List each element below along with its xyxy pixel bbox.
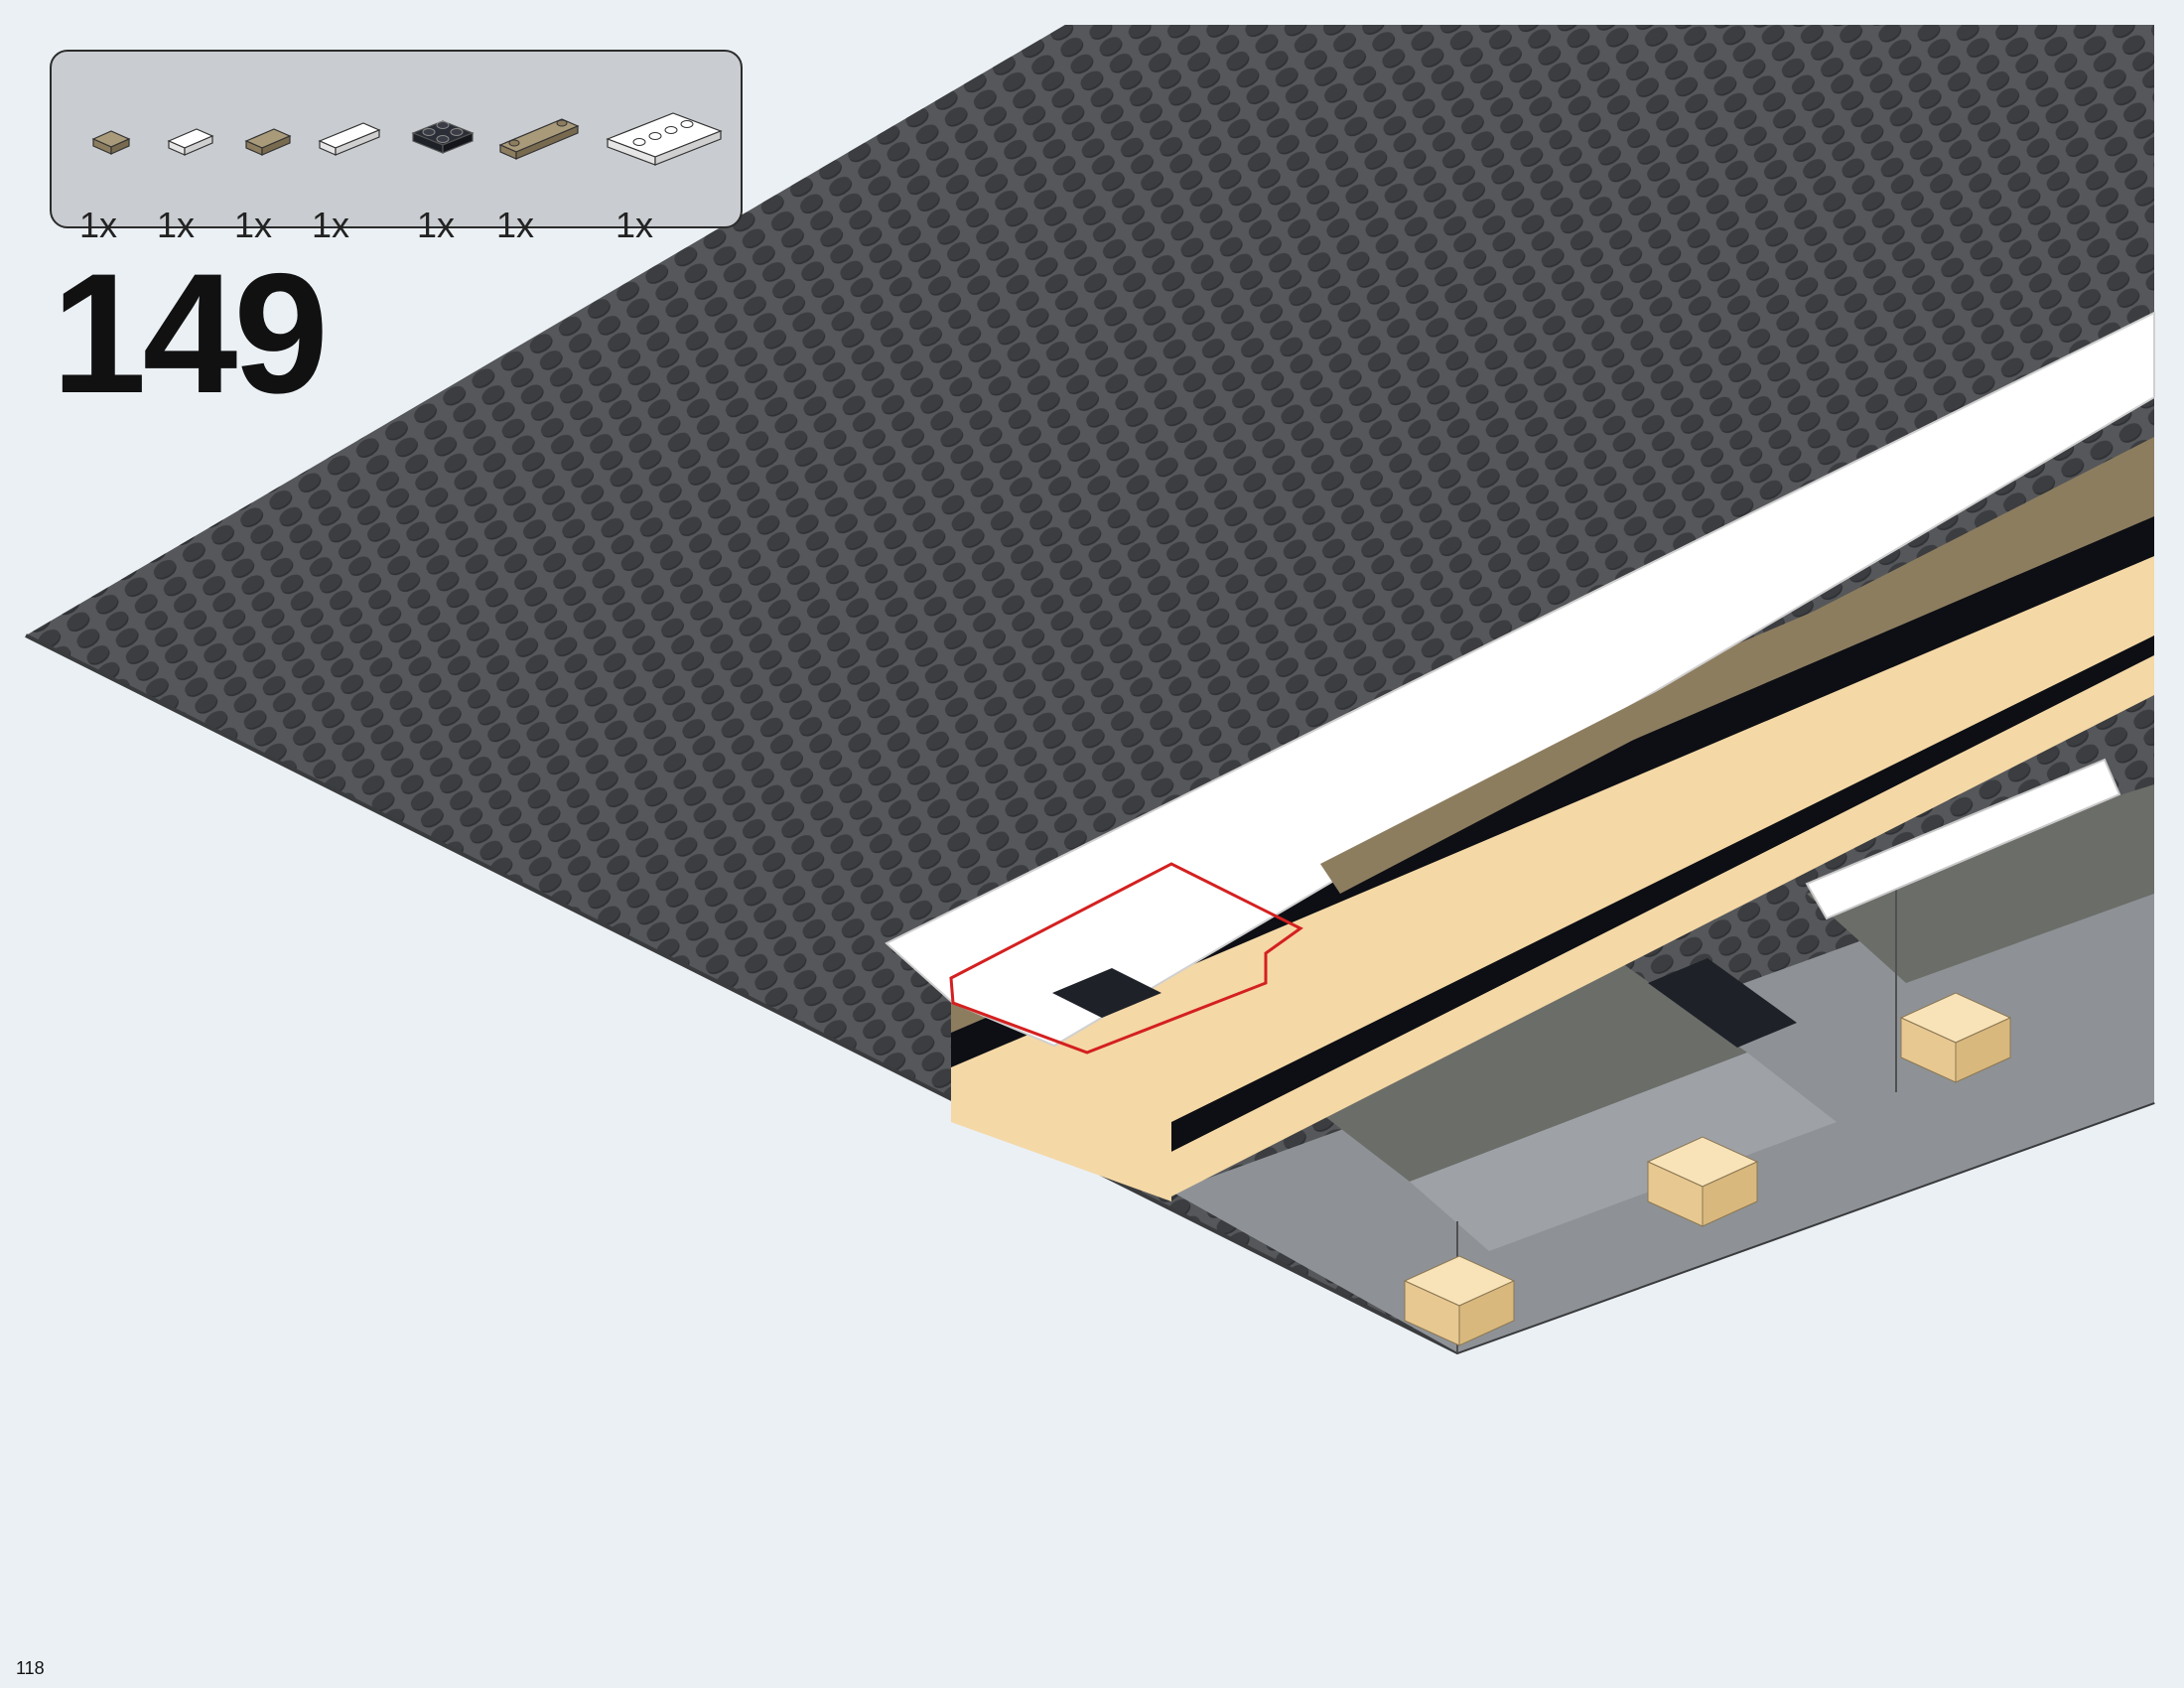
step-number: 149 (52, 238, 329, 429)
plate-2x4-white-icon (606, 112, 723, 166)
part-quantity: 1x (312, 205, 350, 245)
part-slot: 1x (312, 109, 423, 245)
tan-corner-brick (1403, 1255, 1516, 1346)
part-quantity: 1x (615, 205, 654, 245)
part-slot: 1x (157, 109, 268, 245)
part-slot: 1x (496, 109, 606, 245)
part-slot: 1x (79, 109, 191, 245)
part-quantity: 1x (79, 205, 118, 245)
tile-1x2-dark-tan-icon (244, 128, 292, 156)
part-quantity: 1x (234, 205, 273, 245)
part-quantity: 1x (417, 205, 456, 245)
part-slot: 1x (234, 109, 345, 245)
tan-corner-brick (1646, 1136, 1759, 1227)
part-quantity: 1x (496, 205, 535, 245)
part-quantity: 1x (157, 205, 196, 245)
page-number: 118 (16, 1658, 45, 1678)
tan-corner-brick (1899, 992, 2012, 1083)
tile-1x3-white-icon (318, 122, 381, 156)
plate-2x2-black-icon (411, 120, 475, 154)
parts-list-callout: 1x 1x 1x 1x (50, 50, 743, 245)
plate-1x4-dark-tan-studs-icon (498, 118, 580, 160)
tile-1x2-white-icon (167, 128, 214, 156)
part-slot: 1x (407, 109, 516, 245)
tile-1x1-dark-tan-icon (91, 130, 131, 155)
new-parts-highlight (949, 862, 1303, 1055)
part-slot: 1x (604, 109, 723, 245)
build-assembly (885, 311, 2155, 1352)
